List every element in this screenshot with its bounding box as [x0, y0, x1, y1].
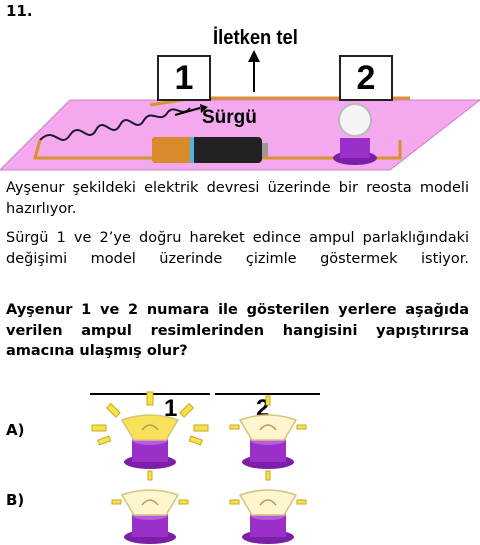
board-bulb-socket	[340, 138, 370, 158]
slider-arrow	[174, 107, 201, 116]
board-bulb-glass	[338, 103, 372, 137]
battery-copper	[152, 137, 194, 163]
option-a-label[interactable]: A)	[6, 421, 25, 439]
circuit-figure	[0, 50, 480, 171]
battery-stripe	[190, 137, 194, 163]
column-1-header: 1	[164, 395, 178, 422]
slider-label: Sürgü	[202, 107, 257, 128]
slider-arrowhead	[200, 104, 208, 113]
option-b-bulb-2-icon	[229, 470, 307, 545]
option-a-bulb-1-icon	[91, 391, 209, 470]
resistance-coil	[39, 107, 191, 141]
battery-terminal	[262, 143, 268, 157]
up-arrow-icon	[248, 50, 260, 62]
option-b-bulb-1-icon	[111, 470, 189, 545]
question-number: 11.	[6, 2, 33, 20]
position-2-box: 2	[339, 55, 393, 101]
position-1-box: 1	[157, 55, 211, 101]
conductor-wire-label: İletken tel	[213, 27, 298, 49]
paragraph-2: Sürgü 1 ve 2’ye doğru hareket edince amp…	[6, 230, 469, 267]
question-text: Ayşenur 1 ve 2 numara ile gösterilen yer…	[6, 302, 469, 359]
paragraph-1: Ayşenur şekildeki elektrik devresi üzeri…	[6, 180, 469, 217]
option-a-bulb-2-icon	[229, 395, 307, 470]
option-b-label[interactable]: B)	[6, 491, 25, 509]
